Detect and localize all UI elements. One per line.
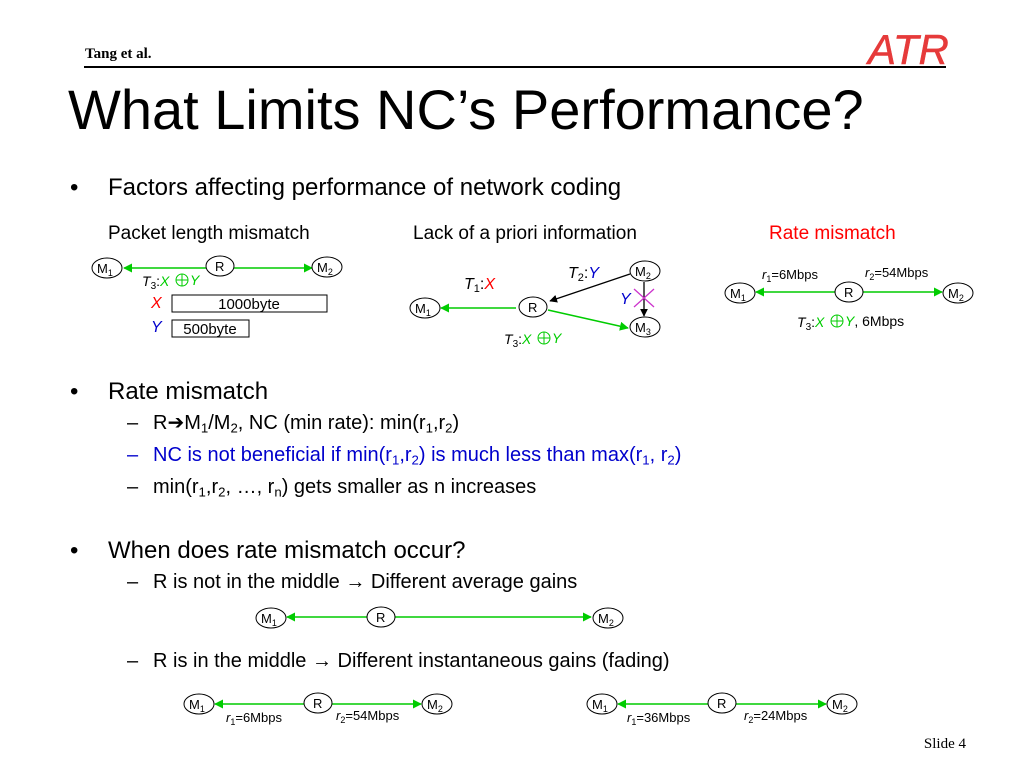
svg-text:T3:X: T3:X: [504, 331, 532, 350]
node-m2: [311, 256, 343, 278]
node-r: [834, 281, 864, 303]
sub-not-middle: –R is not in the middle → Different aver…: [127, 571, 578, 593]
svg-text:r1=6Mbps: r1=6Mbps: [226, 710, 282, 727]
arrow-icon: ➔: [167, 412, 185, 434]
svg-text:R: R: [376, 610, 385, 625]
diagram-apriori: M1 R M2 M3 T1:X T2:Y Y T3:X Y: [409, 260, 661, 350]
logo-text: ATR: [865, 26, 949, 73]
atr-logo: ATR: [865, 26, 949, 74]
node-m1: [724, 282, 756, 304]
node-m3: [629, 316, 661, 338]
sub-not-beneficial: –NC is not beneficial if min(r1,r2) is m…: [127, 444, 682, 468]
svg-text:X: X: [150, 295, 163, 312]
svg-text:T3:X: T3:X: [142, 273, 170, 292]
svg-text:T2:Y: T2:Y: [568, 265, 600, 284]
packet-x-label: 1000byte: [218, 296, 280, 313]
svg-text:R: R: [717, 696, 726, 711]
bullet-rate-mismatch: • Rate mismatch: [70, 378, 269, 405]
svg-text:r2=54Mbps: r2=54Mbps: [336, 708, 400, 725]
header-rule: [84, 66, 946, 68]
bullet-when-occur: • When does rate mismatch occur?: [70, 537, 466, 564]
sub-min-smaller: –min(r1,r2, …, rn) gets smaller as n inc…: [127, 476, 537, 500]
node-m1: [409, 297, 441, 319]
packet-y-label: 500byte: [183, 321, 236, 338]
diagram-rate-mismatch: M1 R M2 r1=6Mbps r2=54Mbps T3:X Y, 6Mbps: [724, 265, 974, 333]
svg-text:r2=24Mbps: r2=24Mbps: [744, 708, 808, 725]
node-m1: [91, 257, 123, 279]
diagram-fading-right: M1 R M2 r1=36Mbps r2=24Mbps: [586, 692, 858, 727]
caption-apriori: Lack of a priori information: [413, 223, 637, 244]
svg-text:R: R: [844, 285, 853, 300]
svg-text:R: R: [528, 300, 537, 315]
sub-rate-min: –R➔M1/M2, NC (min rate): min(r1,r2): [127, 412, 460, 436]
node-r: [518, 296, 548, 318]
caption-rate-mismatch: Rate mismatch: [769, 223, 896, 244]
svg-text:r2=54Mbps: r2=54Mbps: [865, 265, 929, 282]
svg-text:Y: Y: [190, 272, 201, 288]
svg-text:R: R: [313, 696, 322, 711]
svg-text:Y, 6Mbps: Y, 6Mbps: [845, 313, 904, 329]
svg-text:T1:X: T1:X: [464, 276, 496, 295]
svg-text:Y: Y: [151, 319, 163, 336]
caption-packet-length: Packet length mismatch: [108, 223, 310, 244]
node-m2: [942, 282, 974, 304]
node-r: [205, 255, 235, 277]
svg-text:T3:X: T3:X: [797, 314, 825, 333]
slide-title: What Limits NC’s Performance?: [68, 78, 864, 141]
node-m2: [629, 260, 661, 282]
svg-text:Y: Y: [620, 291, 632, 308]
slide-number: Slide 4: [923, 736, 966, 752]
svg-text:r1=6Mbps: r1=6Mbps: [762, 267, 818, 284]
diagram-r-not-middle: M1 R M2: [255, 606, 624, 629]
diagram-fading-left: M1 R M2 r1=6Mbps r2=54Mbps: [183, 692, 453, 727]
author-label: Tang et al.: [85, 46, 152, 62]
svg-text:Y: Y: [552, 330, 563, 346]
diagram-packet-length: M1 R M2 T3:X Y X 1000byte Y 500byte: [91, 255, 343, 338]
svg-text:R: R: [215, 259, 224, 274]
bullet-factors: • Factors affecting performance of netwo…: [70, 174, 622, 201]
sub-in-middle: –R is in the middle → Different instanta…: [127, 650, 670, 672]
svg-text:r1=36Mbps: r1=36Mbps: [627, 710, 691, 727]
